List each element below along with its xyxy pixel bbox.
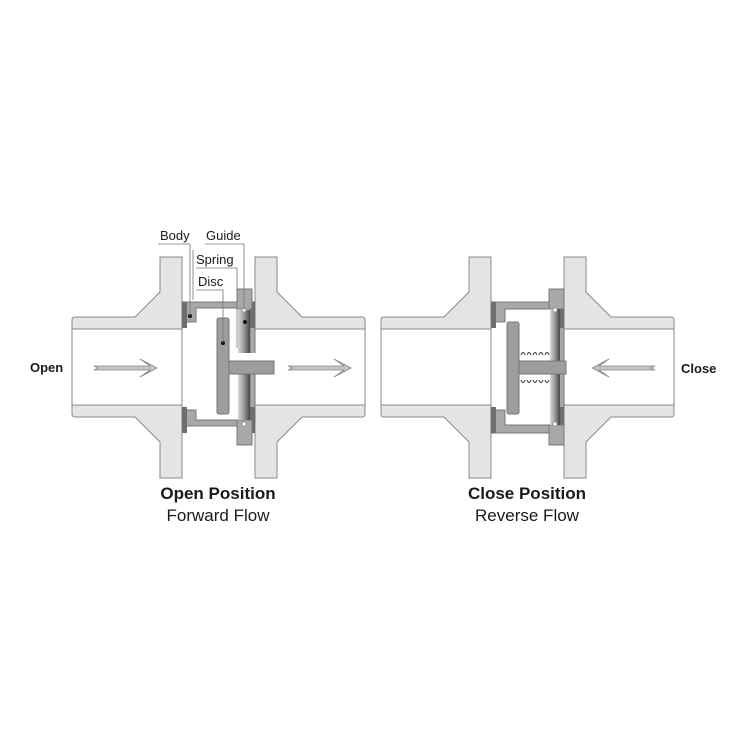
close-outlet-pipe-bore — [563, 328, 675, 406]
forward-flow-caption: Forward Flow — [167, 506, 271, 525]
forward-flow-arrow-outlet — [287, 358, 352, 378]
guide-leader-line — [205, 243, 245, 310]
inlet-pipe-flange-bottom — [71, 404, 183, 479]
close-outlet-pipe-flange-top — [563, 256, 675, 330]
close-seal-top-right — [559, 302, 564, 328]
close-guide-rivet-bottom — [552, 421, 558, 427]
close-seal-top-left — [491, 302, 496, 328]
close-outlet-pipe-flange-bottom — [563, 404, 675, 479]
close-position-diagram: Close Close Position Reverse Flow — [380, 256, 716, 525]
forward-flow-arrow-inlet — [93, 358, 158, 378]
reverse-flow-caption: Reverse Flow — [475, 506, 580, 525]
close-inlet-pipe-bore — [380, 328, 492, 406]
outlet-pipe-flange-top — [254, 256, 366, 330]
part-label-body: Body — [160, 228, 190, 243]
reverse-flow-arrow — [591, 358, 656, 378]
close-side-label: Close — [681, 361, 716, 376]
close-disc-stem — [518, 360, 567, 375]
part-label-disc: Disc — [198, 274, 224, 289]
seal-top-right — [250, 302, 255, 328]
open-side-label: Open — [30, 360, 63, 375]
disc-stem — [228, 360, 275, 375]
seal-top-left — [182, 302, 187, 328]
open-position-diagram: Body Guide Spring Disc Open Open Positio… — [30, 228, 366, 525]
close-seal-bottom-left — [491, 407, 496, 433]
close-seal-bottom-right — [559, 407, 564, 433]
outlet-pipe-flange-bottom — [254, 404, 366, 479]
part-label-guide: Guide — [206, 228, 241, 243]
spring-coils — [520, 351, 550, 384]
close-guide-top-tab — [548, 288, 565, 310]
disc-leader-line — [196, 289, 224, 343]
body-leader-line — [158, 243, 191, 316]
close-guide-rivet-top — [552, 307, 558, 313]
close-disc — [506, 321, 520, 415]
close-inlet-pipe-flange-top — [380, 256, 492, 330]
close-position-caption: Close Position — [468, 484, 586, 503]
spring-leader-line — [196, 267, 238, 348]
close-inlet-pipe-flange-bottom — [380, 404, 492, 479]
close-guide-bottom-tab — [548, 424, 565, 446]
guide-rivet-bottom — [241, 421, 247, 427]
inlet-pipe-flange-top — [71, 256, 183, 330]
guide-hub — [232, 353, 272, 361]
guide-pin-dot — [243, 320, 247, 324]
part-label-spring: Spring — [196, 252, 234, 267]
open-position-caption: Open Position — [160, 484, 275, 503]
seal-bottom-left — [182, 407, 187, 433]
guide-top-tab — [236, 288, 253, 310]
